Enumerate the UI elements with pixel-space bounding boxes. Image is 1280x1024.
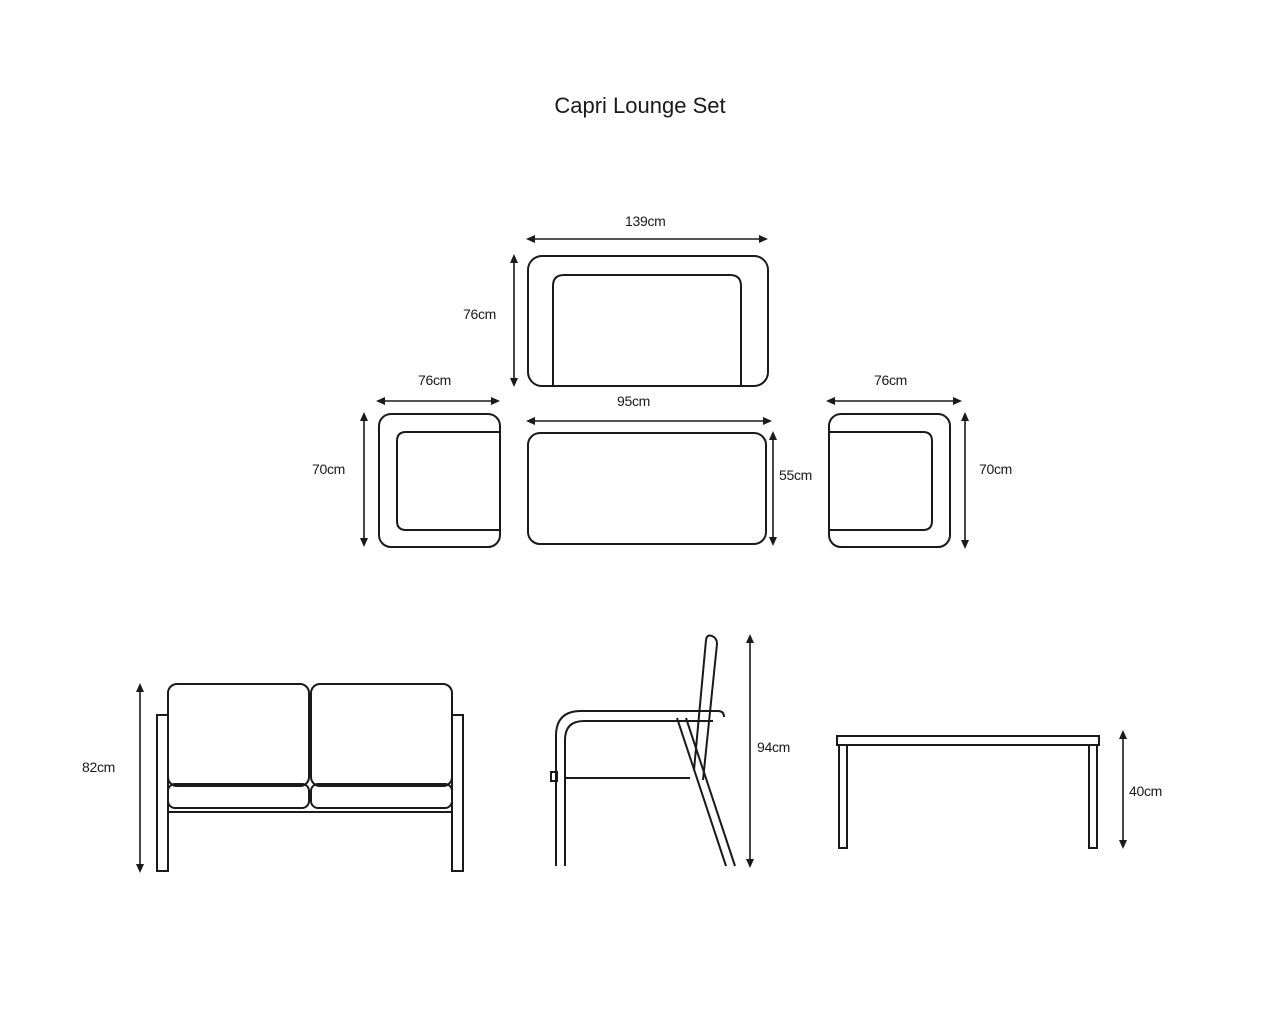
- sofa-front-height-arrow: [136, 683, 144, 873]
- table-top-depth-arrow: [769, 431, 777, 546]
- sofa-top-width-label: 139cm: [625, 213, 666, 229]
- table-side-height-arrow: [1119, 730, 1127, 849]
- table-top-width-arrow: [526, 417, 772, 425]
- chair-left-width-label: 76cm: [418, 372, 452, 388]
- sofa-top-depth-label: 76cm: [463, 306, 497, 322]
- chair-right-width-label: 76cm: [874, 372, 908, 388]
- chair-side-height-label: 94cm: [757, 739, 791, 755]
- chair-right-top-view: [828, 413, 951, 548]
- chair-right-width-arrow: [826, 397, 962, 405]
- table-side-view: [836, 735, 1100, 849]
- page-title: Capri Lounge Set: [554, 93, 726, 118]
- chair-right-depth-arrow: [961, 412, 969, 549]
- table-top-depth-label: 55cm: [779, 467, 813, 483]
- sofa-front-height-label: 82cm: [82, 759, 116, 775]
- sofa-top-width-arrow: [526, 235, 768, 243]
- chair-right-depth-label: 70cm: [979, 461, 1013, 477]
- table-top-width-label: 95cm: [617, 393, 651, 409]
- sofa-front-view: [156, 683, 464, 872]
- chair-left-depth-label: 70cm: [312, 461, 346, 477]
- chair-left-top-view: [378, 413, 501, 548]
- chair-side-view: [550, 634, 736, 867]
- chair-side-height-arrow: [746, 634, 754, 868]
- table-side-height-label: 40cm: [1129, 783, 1163, 799]
- chair-left-width-arrow: [376, 397, 500, 405]
- chair-left-depth-arrow: [360, 412, 368, 547]
- sofa-top-depth-arrow: [510, 254, 518, 387]
- sofa-top-view: [527, 255, 769, 387]
- table-top-view: [527, 432, 767, 545]
